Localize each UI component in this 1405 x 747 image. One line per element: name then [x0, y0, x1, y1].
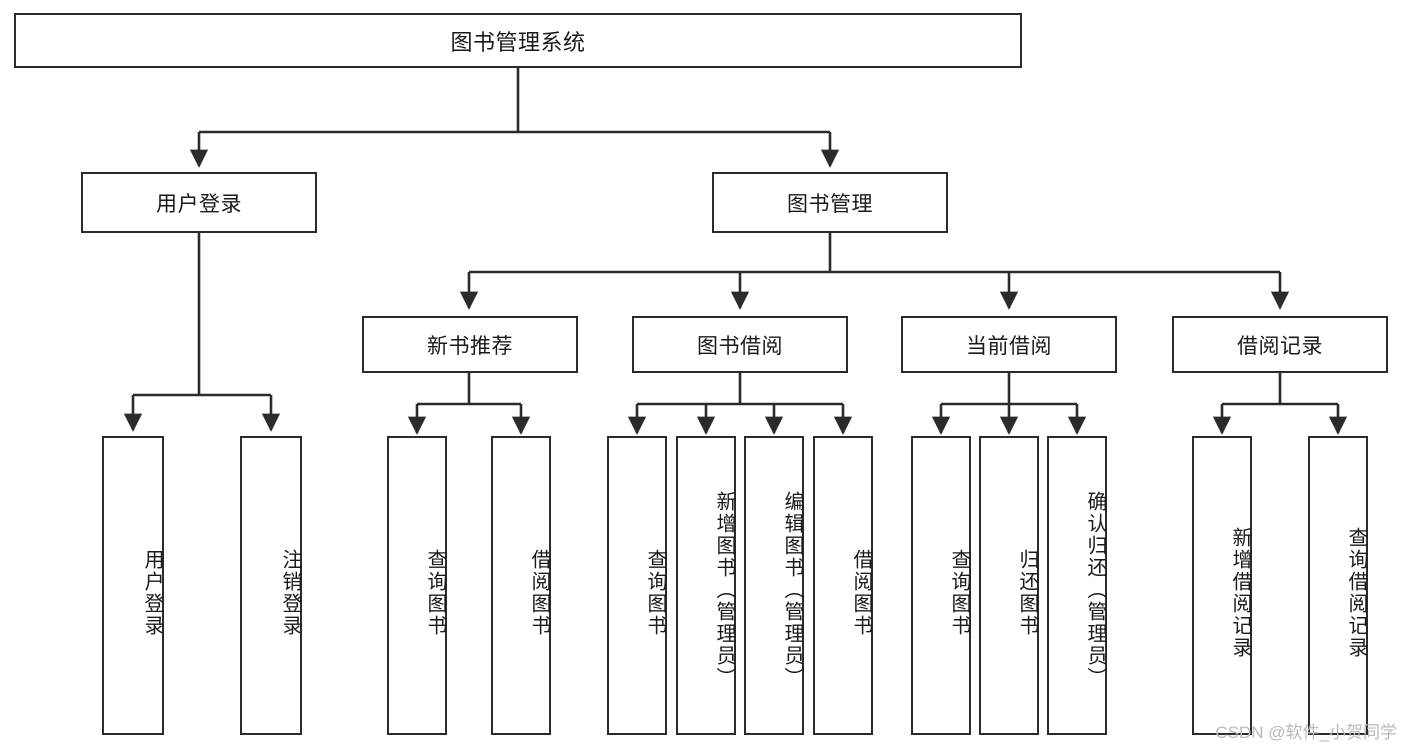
- node-leaf-return-book-label: 归还图书: [1016, 548, 1038, 637]
- node-leaf-query-book-1-label: 查询图书: [424, 548, 446, 637]
- node-leaf-user-login-label: 用户登录: [141, 548, 163, 637]
- node-leaf-add-record-label: 新增借阅记录: [1229, 526, 1251, 659]
- node-leaf-logout-label: 注销登录: [279, 548, 301, 637]
- node-borrow-record[interactable]: 借阅记录: [1172, 316, 1388, 373]
- node-leaf-user-login[interactable]: 用户登录: [102, 436, 164, 735]
- node-leaf-borrow-book-2-label: 借阅图书: [850, 548, 872, 637]
- watermark: CSDN @软件_小贺同学: [1215, 723, 1397, 742]
- node-user-login[interactable]: 用户登录: [81, 172, 317, 233]
- node-leaf-query-book-3-label: 查询图书: [948, 548, 970, 637]
- node-leaf-borrow-book-1-label: 借阅图书: [528, 548, 550, 637]
- node-leaf-query-record[interactable]: 查询借阅记录: [1308, 436, 1368, 735]
- node-leaf-edit-book[interactable]: 编辑图书（管理员）: [744, 436, 804, 735]
- node-user-login-label: 用户登录: [156, 192, 242, 216]
- node-current-borrow[interactable]: 当前借阅: [901, 316, 1117, 373]
- node-current-borrow-label: 当前借阅: [966, 334, 1052, 358]
- node-leaf-query-book-3[interactable]: 查询图书: [911, 436, 971, 735]
- node-leaf-borrow-book-1[interactable]: 借阅图书: [491, 436, 551, 735]
- node-leaf-add-record[interactable]: 新增借阅记录: [1192, 436, 1252, 735]
- node-book-borrow[interactable]: 图书借阅: [632, 316, 848, 373]
- node-book-manage-label: 图书管理: [787, 192, 873, 216]
- node-leaf-logout[interactable]: 注销登录: [240, 436, 302, 735]
- node-root-label: 图书管理系统: [450, 29, 586, 55]
- node-leaf-add-book-label: 新增图书（管理员）: [713, 490, 735, 689]
- node-book-borrow-label: 图书借阅: [697, 334, 783, 358]
- node-leaf-query-book-1[interactable]: 查询图书: [387, 436, 447, 735]
- node-leaf-add-book[interactable]: 新增图书（管理员）: [676, 436, 736, 735]
- node-leaf-return-book[interactable]: 归还图书: [979, 436, 1039, 735]
- node-leaf-confirm-return-label: 确认归还（管理员）: [1084, 490, 1106, 689]
- node-root[interactable]: 图书管理系统: [14, 13, 1022, 68]
- node-new-book-recommend-label: 新书推荐: [427, 334, 513, 358]
- node-new-book-recommend[interactable]: 新书推荐: [362, 316, 578, 373]
- node-leaf-borrow-book-2[interactable]: 借阅图书: [813, 436, 873, 735]
- node-leaf-edit-book-label: 编辑图书（管理员）: [781, 490, 803, 689]
- node-leaf-query-book-2-label: 查询图书: [644, 548, 666, 637]
- node-leaf-confirm-return[interactable]: 确认归还（管理员）: [1047, 436, 1107, 735]
- node-leaf-query-record-label: 查询借阅记录: [1345, 526, 1367, 659]
- node-book-manage[interactable]: 图书管理: [712, 172, 948, 233]
- node-borrow-record-label: 借阅记录: [1237, 334, 1323, 358]
- node-leaf-query-book-2[interactable]: 查询图书: [607, 436, 667, 735]
